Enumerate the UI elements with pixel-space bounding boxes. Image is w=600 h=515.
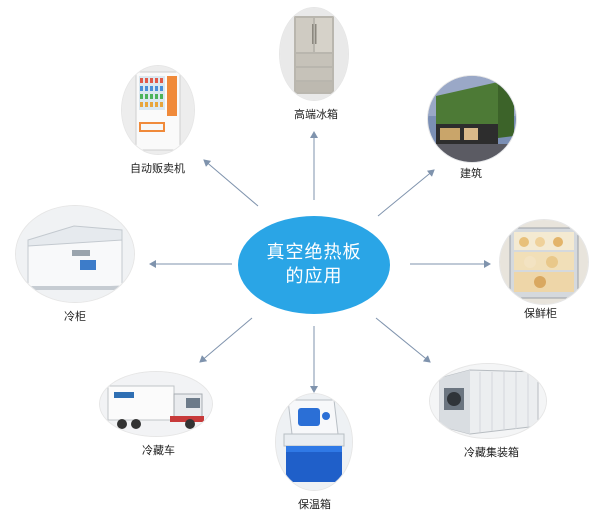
vending-machine-image (122, 66, 194, 154)
building-label: 建筑 (460, 167, 482, 180)
center-hub: 真空绝热板 的应用 (238, 216, 390, 314)
refrigerated-container-label: 冷藏集装箱 (464, 446, 519, 459)
refrigerated-container-image (430, 364, 546, 438)
refrigerated-truck-image (100, 372, 212, 436)
showcase-image (500, 220, 588, 304)
refrigerated-truck-label: 冷藏车 (142, 444, 175, 457)
center-title-line1: 真空绝热板 (266, 242, 362, 263)
arrow-building (377, 169, 435, 217)
arrow-vending (203, 159, 259, 207)
vending-machine-label: 自动贩卖机 (130, 162, 185, 175)
building-image (428, 76, 516, 162)
arrow-truck (199, 317, 253, 363)
chest-freezer-label: 冷柜 (64, 310, 86, 323)
fridge-image (280, 8, 348, 100)
cool-box-image (276, 394, 352, 490)
chest-freezer-image (16, 206, 134, 302)
arrow-container (375, 317, 431, 363)
cool-box-label: 保温箱 (298, 498, 331, 511)
fridge-label: 高端冰箱 (294, 108, 338, 121)
showcase-label: 保鲜柜 (524, 307, 557, 320)
center-title-line2: 的应用 (285, 266, 343, 287)
